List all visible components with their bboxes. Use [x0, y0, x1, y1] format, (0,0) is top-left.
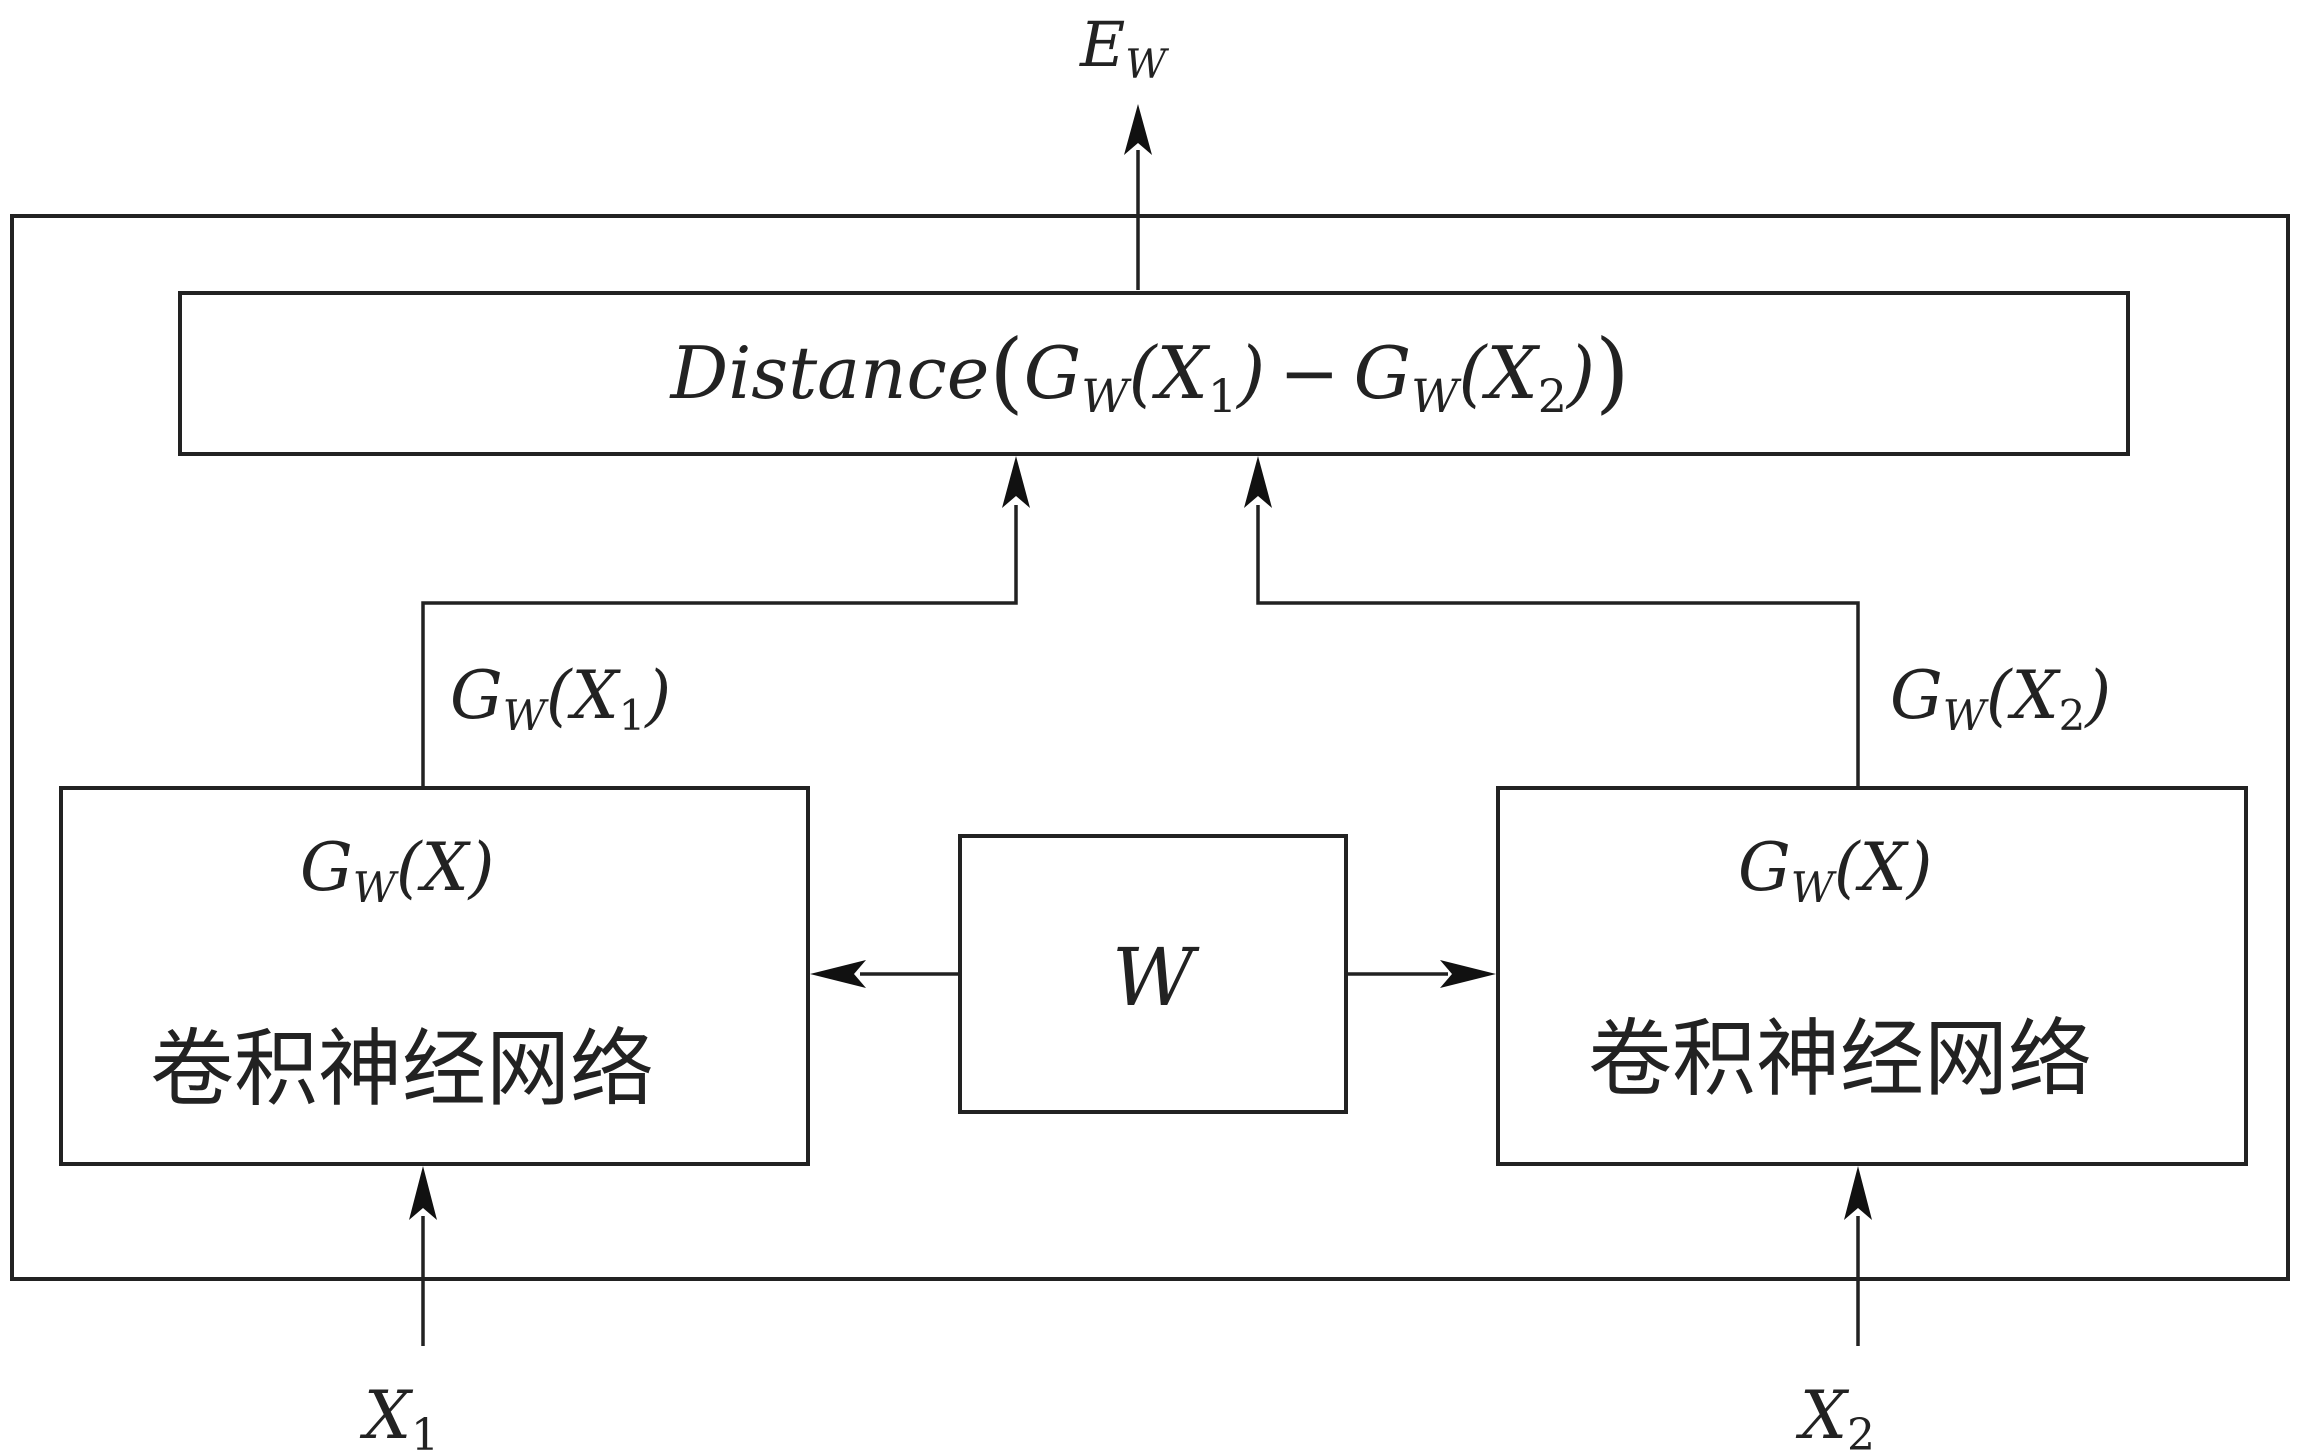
right-input-main: X: [1795, 1377, 1850, 1454]
right-network-arg: (X): [1834, 829, 1932, 906]
right-network-sub: W: [1791, 863, 1838, 912]
left-input-sub: 1: [411, 1410, 439, 1455]
right-feature-sub: W: [1943, 691, 1990, 740]
weights-to-left-arrow-head: [810, 960, 866, 988]
right-input-arrow-head: [1844, 1166, 1872, 1220]
distance-g2-sub: W: [1411, 369, 1462, 423]
left-network-box: [59, 786, 810, 1166]
right-network-g: G: [1738, 829, 1791, 906]
right-feature-arg-close: ): [2083, 657, 2111, 734]
distance-g1: G: [1024, 331, 1082, 415]
distance-formula: Distance(GW(X1)−GW(X2)): [669, 320, 1630, 423]
left-network-arg: (X): [396, 829, 494, 906]
right-feature-arg-sub: 2: [2059, 691, 2086, 740]
weights-to-right-arrow-head: [1440, 960, 1496, 988]
distance-g1-arg-close: ): [1235, 331, 1265, 415]
left-input-label: X1: [359, 1377, 439, 1455]
left-network-label: 卷积神经网络: [150, 1020, 654, 1118]
right-network-function: GW(X): [1738, 829, 1932, 912]
left-feature-sub: W: [503, 691, 550, 740]
distance-minus: −: [1279, 331, 1339, 415]
shared-weights-label: W: [1112, 931, 1200, 1024]
distance-g2: G: [1354, 331, 1412, 415]
distance-open-paren: (: [989, 320, 1023, 423]
left-input-arrow-head: [409, 1166, 437, 1220]
left-feature-wire: [421, 505, 1018, 788]
left-input-main: X: [359, 1377, 414, 1454]
left-feature-arg-open: (X: [546, 657, 622, 734]
right-feature-arrow-head: [1244, 456, 1272, 508]
left-feature-label: GW(X1): [450, 657, 671, 740]
left-network-function: GW(X): [300, 829, 494, 912]
left-feature-arg-sub: 1: [619, 691, 646, 740]
output-label-sub: W: [1125, 42, 1169, 88]
right-network-box: [1496, 786, 2248, 1166]
right-input-sub: 2: [1847, 1410, 1875, 1455]
left-feature-g: G: [450, 657, 503, 734]
distance-close-paren: ): [1595, 320, 1629, 423]
right-feature-g: G: [1890, 657, 1943, 734]
outer-frame: [10, 214, 2290, 1281]
distance-g1-sub: W: [1081, 369, 1132, 423]
left-network-g: G: [300, 829, 353, 906]
right-feature-wire: [1256, 505, 1860, 788]
distance-g2-arg-close: ): [1565, 331, 1595, 415]
left-feature-arrow-head: [1002, 456, 1030, 508]
distance-g2-arg-open: (X: [1458, 331, 1540, 415]
distance-fn: Distance: [669, 331, 990, 415]
left-feature-arg-close: ): [643, 657, 671, 734]
distance-box: [178, 291, 2130, 456]
output-arrow-head: [1124, 104, 1152, 155]
right-feature-arg-open: (X: [1986, 657, 2062, 734]
left-network-sub: W: [353, 863, 400, 912]
distance-g1-arg-sub: 1: [1208, 369, 1237, 423]
output-label-main: E: [1079, 8, 1125, 81]
distance-g1-arg-open: (X: [1129, 331, 1211, 415]
distance-g2-arg-sub: 2: [1538, 369, 1567, 423]
right-feature-label: GW(X2): [1890, 657, 2111, 740]
output-label: EW: [1079, 8, 1169, 88]
right-network-label: 卷积神经网络: [1588, 1010, 2092, 1108]
right-input-label: X2: [1795, 1377, 1875, 1455]
